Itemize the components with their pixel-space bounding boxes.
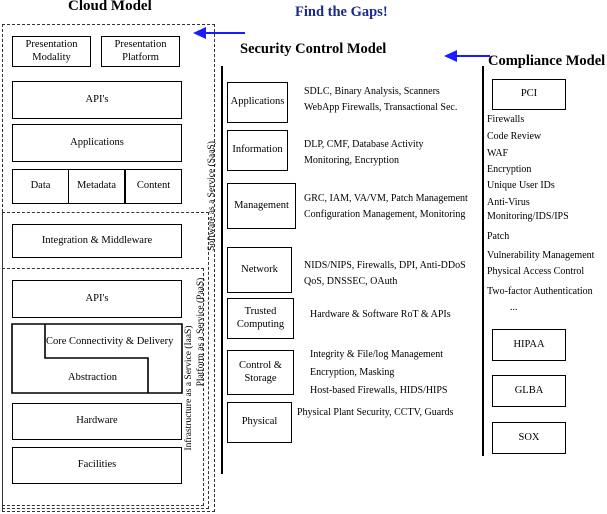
hipaa-box: HIPAA	[492, 329, 566, 361]
presentation-modality-box: Presentation Modality	[12, 36, 91, 67]
pci-item: Monitoring/IDS/IPS	[487, 211, 569, 222]
security-desc-line: NIDS/NIPS, Firewalls, DPI, Anti-DDoS	[304, 260, 466, 271]
pci-item: Anti-Virus	[487, 197, 530, 208]
security-desc-network: NIDS/NIPS, Firewalls, DPI, Anti-DDoS QoS…	[304, 258, 466, 290]
pci-item: Vulnerability Management	[487, 250, 595, 261]
security-desc-control-storage: Integrity & File/log Management Encrypti…	[310, 346, 448, 400]
abstraction-label: Abstraction	[68, 372, 117, 383]
security-desc-line: Physical Plant Security, CCTV, Guards	[297, 407, 454, 418]
glba-box: GLBA	[492, 375, 566, 407]
pci-item: Physical Access Control	[487, 266, 585, 277]
saas-label: Software as a Service (SaaS)	[207, 141, 217, 251]
pci-item: Code Review	[487, 131, 542, 142]
facilities-box: Facilities	[12, 447, 182, 484]
security-divider-line	[221, 66, 223, 474]
pci-item: WAF	[487, 148, 509, 159]
security-desc-line: SDLC, Binary Analysis, Scanners	[304, 86, 440, 97]
pci-item: ...	[510, 302, 518, 313]
find-gaps-heading: Find the Gaps!	[295, 4, 388, 20]
security-desc-line: Encryption, Masking	[310, 367, 395, 378]
security-desc-line: QoS, DNSSEC, OAuth	[304, 276, 398, 287]
security-desc-line: GRC, IAM, VA/VM, Patch Management	[304, 193, 468, 204]
security-desc-line: Configuration Management, Monitoring	[304, 209, 466, 220]
data-box: Data	[12, 169, 69, 204]
security-desc-trusted-computing: Hardware & Software RoT & APIs	[310, 307, 451, 323]
pci-item: Two-factor Authentication	[487, 286, 593, 297]
security-box-physical: Physical	[227, 402, 292, 443]
content-box: Content	[125, 169, 182, 204]
pci-item: Unique User IDs	[487, 180, 555, 191]
gap-arrow-2	[444, 50, 490, 62]
hardware-box: Hardware	[12, 403, 182, 440]
cloud-model-heading: Cloud Model	[68, 0, 152, 14]
security-box-network: Network	[227, 247, 292, 293]
compliance-model-heading: Compliance Model	[488, 53, 606, 69]
security-desc-management: GRC, IAM, VA/VM, Patch Management Config…	[304, 191, 468, 223]
iaas-label: Infrastructure as a Service (IaaS)	[184, 325, 194, 451]
apis-top-box: API's	[12, 81, 182, 119]
security-model-heading: Security Control Model	[240, 41, 387, 57]
security-desc-applications: SDLC, Binary Analysis, Scanners WebApp F…	[304, 84, 457, 116]
pci-item: Firewalls	[487, 114, 525, 125]
core-connectivity-label: Core Connectivity & Delivery	[46, 336, 174, 347]
security-desc-line: Hardware & Software RoT & APIs	[310, 309, 451, 320]
security-desc-physical: Physical Plant Security, CCTV, Guards	[297, 405, 453, 421]
security-desc-information: DLP, CMF, Database Activity Monitoring, …	[304, 137, 423, 169]
metadata-box: Metadata	[68, 169, 125, 204]
iaas-boundary	[2, 268, 204, 506]
security-box-control-storage: Control & Storage	[227, 350, 294, 395]
security-desc-line: DLP, CMF, Database Activity	[304, 139, 424, 150]
pci-item: Patch	[487, 231, 510, 242]
applications-box: Applications	[12, 124, 182, 162]
presentation-platform-box: Presentation Platform	[101, 36, 180, 67]
security-desc-line: Host-based Firewalls, HIDS/HIPS	[310, 385, 448, 396]
pci-box: PCI	[492, 79, 566, 110]
security-box-information: Information	[227, 130, 288, 171]
paas-label: Platform as a Service (PaaS)	[196, 277, 206, 387]
security-box-management: Management	[227, 183, 296, 229]
security-desc-line: Monitoring, Encryption	[304, 155, 399, 166]
security-desc-line: WebApp Firewalls, Transactional Sec.	[304, 102, 458, 113]
security-box-applications: Applications	[227, 82, 288, 123]
compliance-divider-line	[482, 66, 484, 456]
apis-bottom-box: API's	[12, 280, 182, 318]
sox-box: SOX	[492, 422, 566, 454]
security-desc-line: Integrity & File/log Management	[310, 349, 444, 360]
gap-arrow-1	[193, 27, 245, 39]
integration-middleware-box: Integration & Middleware	[12, 224, 182, 258]
pci-item: Encryption	[487, 164, 532, 175]
security-box-trusted-computing: Trusted Computing	[227, 298, 294, 339]
